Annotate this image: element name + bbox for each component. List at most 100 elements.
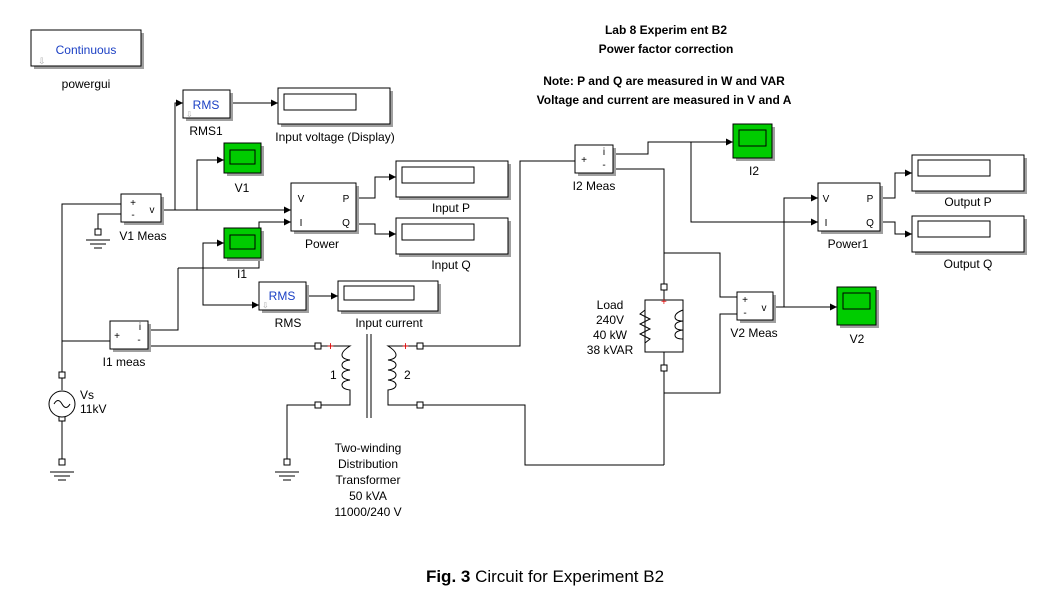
wire-i1-to-rms <box>202 268 259 309</box>
wire-trafo-return <box>420 404 664 466</box>
load-label-2: 240V <box>596 313 624 327</box>
display-output-q-label: Output Q <box>944 257 993 271</box>
port-plus: + <box>130 198 136 209</box>
ground-icon <box>275 471 299 481</box>
powergui-block[interactable]: Continuous ⇩ powergui <box>30 29 144 91</box>
note-line2: Voltage and current are measured in V an… <box>537 93 792 107</box>
power-port-i: I <box>300 218 303 229</box>
v2-meas-label: V2 Meas <box>730 326 777 340</box>
transformer-label-3: Transformer <box>336 473 401 487</box>
v1-meas-block[interactable]: + - v V1 Meas <box>119 193 167 243</box>
power1-port-i: I <box>825 218 828 229</box>
scope-i2-label: I2 <box>749 164 759 178</box>
rms-block[interactable]: RMS ⇩ RMS <box>258 281 309 330</box>
port-plus: + <box>114 331 120 342</box>
scope-i1[interactable]: I1 <box>223 227 264 281</box>
port-i: i <box>139 322 141 333</box>
scope-v2-label: V2 <box>850 332 865 346</box>
display-output-p-label: Output P <box>944 195 991 209</box>
ground-symbols <box>50 239 299 481</box>
power-block[interactable]: V I P Q Power <box>290 182 359 251</box>
wire-v1-to-rms1 <box>174 99 183 210</box>
display-input-q[interactable]: Input Q <box>395 217 511 272</box>
note-line1: Note: P and Q are measured in W and VAR <box>543 74 785 88</box>
winding-2-label: 2 <box>404 368 411 382</box>
resistor-icon <box>638 309 652 344</box>
display-input-voltage-label: Input voltage (Display) <box>275 130 394 144</box>
wire-source-to-v1meas <box>61 203 121 375</box>
rms1-block[interactable]: RMS ⇩ RMS1 <box>182 89 233 138</box>
rms1-label: RMS1 <box>189 124 223 138</box>
wire-i2-to-power1 <box>690 142 818 226</box>
figure-caption: Fig. 3 Circuit for Experiment B2 <box>426 567 664 586</box>
display-output-q[interactable]: Output Q <box>911 215 1027 271</box>
load-label-3: 40 kW <box>593 328 628 342</box>
power-port-q: Q <box>342 218 350 229</box>
power-port-p: P <box>343 194 350 205</box>
load-label-4: 38 kVAR <box>587 343 634 357</box>
i2-meas-label: I2 Meas <box>573 179 616 193</box>
power1-port-v: V <box>823 194 830 205</box>
primary-winding-icon <box>321 345 352 406</box>
wire-q-to-display <box>356 223 396 238</box>
scope-v2[interactable]: V2 <box>836 286 879 346</box>
power-port-v: V <box>298 194 305 205</box>
wire-p-to-display <box>356 173 396 199</box>
wire-i1-to-scope <box>202 239 224 268</box>
scope-v1-label: V1 <box>235 181 250 195</box>
v1-meas-label: V1 Meas <box>119 229 166 243</box>
port-minus: - <box>602 160 605 171</box>
ground-icon <box>86 239 110 249</box>
scope-i1-label: I1 <box>237 267 247 281</box>
port-plus: + <box>742 295 748 306</box>
power1-block[interactable]: V I P Q Power1 <box>817 182 883 251</box>
port-minus: - <box>137 335 140 346</box>
power1-port-p: P <box>867 194 874 205</box>
ac-source-icon <box>53 400 71 408</box>
transformer-label-5: 11000/240 V <box>334 505 401 519</box>
secondary-winding-icon <box>386 345 417 406</box>
display-input-voltage[interactable]: Input voltage (Display) <box>275 87 395 144</box>
rms-label: RMS <box>275 316 302 330</box>
scope-i2[interactable]: I2 <box>732 123 775 178</box>
power1-label: Power1 <box>828 237 869 251</box>
wire-trafo-ground <box>286 404 318 462</box>
i1-meas-block[interactable]: + i - I1 meas <box>103 320 151 369</box>
wire-i1-out <box>148 268 179 331</box>
rms1-text: RMS <box>193 98 220 112</box>
load-block[interactable]: + Load 240V 40 kW 38 kVAR <box>587 290 684 365</box>
transformer-label-1: Two-winding <box>335 441 402 455</box>
source-name: Vs <box>80 388 94 402</box>
power-label: Power <box>305 237 339 251</box>
voltage-source[interactable]: Vs 11kV <box>48 388 106 418</box>
wire-p1-to-display <box>880 169 912 199</box>
terminals <box>58 165 668 466</box>
power1-port-q: Q <box>866 218 874 229</box>
wire-i2-to-load <box>613 168 665 287</box>
v2-meas-block[interactable]: + - v V2 Meas <box>730 291 778 340</box>
powergui-label: powergui <box>62 77 111 91</box>
display-input-current[interactable]: Input current <box>337 280 441 330</box>
scope-v1[interactable]: V1 <box>223 142 264 195</box>
display-input-q-label: Input Q <box>431 258 470 272</box>
port-minus: - <box>743 308 746 319</box>
dot-mark-icon: + <box>402 339 409 353</box>
block-arrow-icon: ⇩ <box>262 301 269 310</box>
wire-i2-to-scope <box>613 138 733 155</box>
rms-text: RMS <box>269 289 296 303</box>
wire-trafo-to-i2meas <box>420 160 575 347</box>
wires <box>61 99 912 466</box>
transformer-label-4: 50 kVA <box>349 489 387 503</box>
wire-v1-to-scope <box>196 156 224 210</box>
i2-meas-block[interactable]: + i - I2 Meas <box>573 144 616 193</box>
winding-1-label: 1 <box>330 368 337 382</box>
display-input-p[interactable]: Input P <box>395 160 511 215</box>
title-line1: Lab 8 Experim ent B2 <box>605 23 727 37</box>
caption-text: Fig. 3 Circuit for Experiment B2 <box>426 567 664 586</box>
display-output-p[interactable]: Output P <box>911 154 1027 209</box>
wire-q1-to-display <box>880 221 912 238</box>
inductor-icon <box>674 309 684 340</box>
transformer[interactable]: + + 1 2 Two-winding Distribution Transfo… <box>321 334 417 519</box>
display-input-current-label: Input current <box>355 316 423 330</box>
